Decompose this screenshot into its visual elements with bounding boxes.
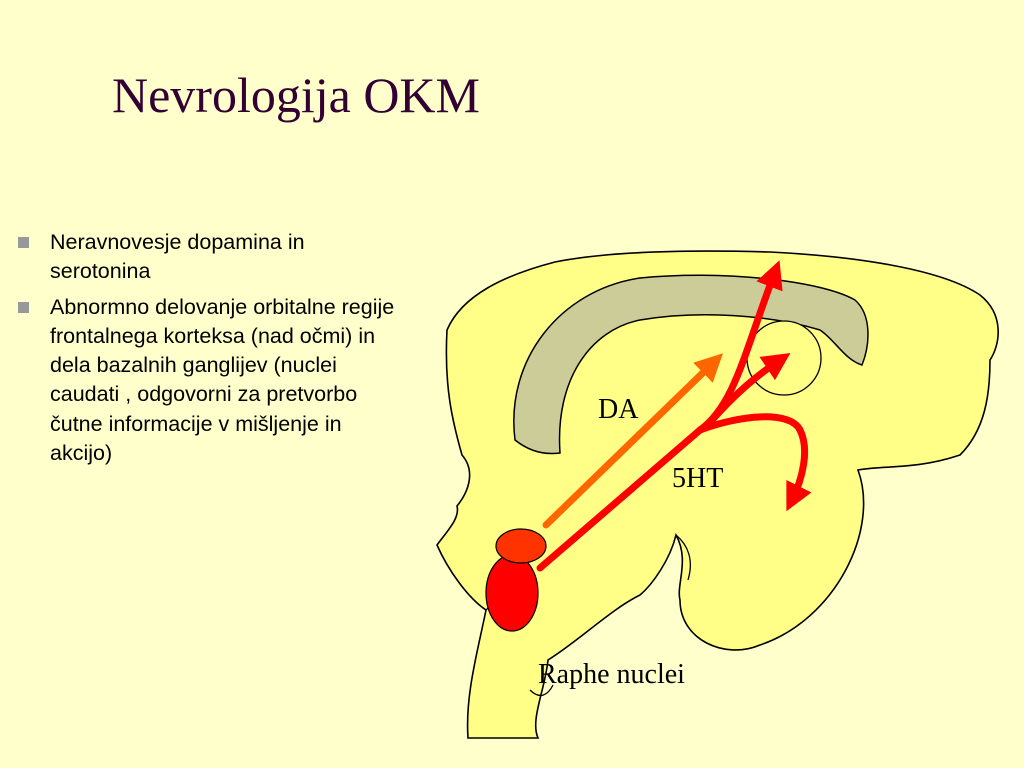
corpus-callosum <box>513 274 869 455</box>
slide-title: Nevrologija OKM <box>112 67 480 123</box>
square-bullet-icon <box>18 237 29 248</box>
bullet-item: Neravnovesje dopamina in serotonina <box>18 228 403 287</box>
serotonin-branch-down-arrow <box>696 413 812 512</box>
raphe-nuclei-label: Raphe nuclei <box>538 659 685 690</box>
serotonin-main-pathway <box>536 426 704 572</box>
brainstem-notch <box>529 684 554 697</box>
caudate-nucleus <box>746 320 822 396</box>
serotonin-label: 5HT <box>672 463 723 494</box>
square-bullet-icon <box>18 301 29 313</box>
bullet-list: Neravnovesje dopamina in serotonina Abno… <box>18 228 403 474</box>
raphe-nucleus-lower <box>485 554 539 632</box>
da-label: DA <box>598 394 639 425</box>
brain-outline <box>436 250 999 739</box>
bullet-text: Abnormno delovanje orbitalne regije fron… <box>50 294 395 466</box>
cerebellum-fold <box>675 534 691 581</box>
bullet-item: Abnormno delovanje orbitalne regije fron… <box>18 293 403 469</box>
da-pathway-arrow <box>542 353 724 529</box>
serotonin-branch-middle-arrow <box>708 353 791 424</box>
raphe-nucleus-upper <box>495 528 547 564</box>
bullet-text: Neravnovesje dopamina in serotonina <box>50 230 305 284</box>
